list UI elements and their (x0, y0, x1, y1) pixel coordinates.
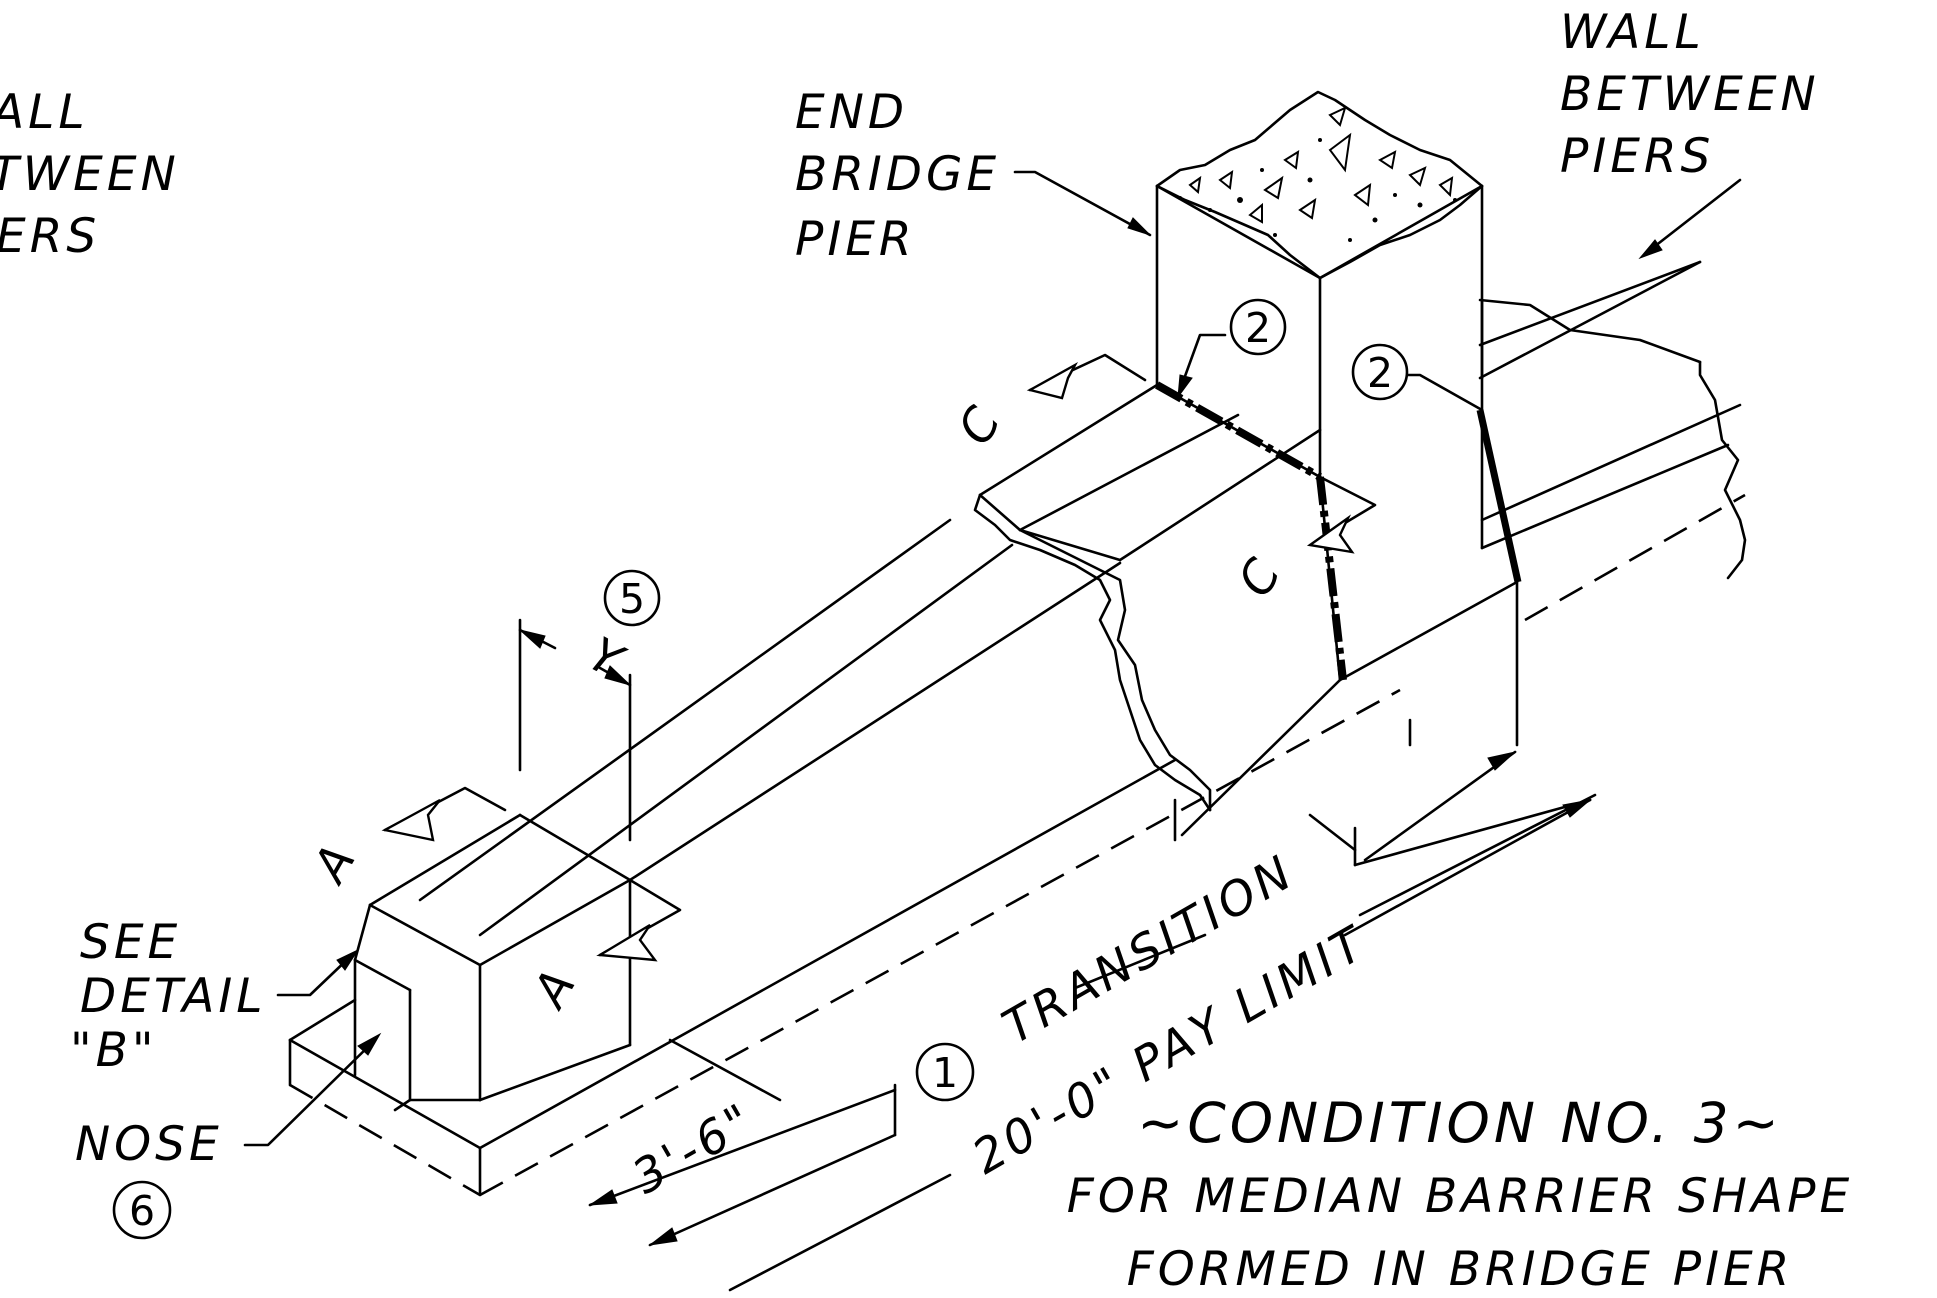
wall-between-piers-right (1478, 260, 1747, 747)
section-letter-c-right: C (1228, 547, 1294, 606)
callout-joint-wall-number: 2 (1367, 349, 1393, 397)
wall-left-line1: ALL (0, 85, 89, 140)
callout-transition: 1 (915, 1042, 975, 1102)
section-letter-c-top: C (948, 395, 1014, 454)
label-see-detail: SEE DETAIL "B" (70, 915, 266, 1078)
caption-title: ~CONDITION NO. 3~ (1137, 1091, 1782, 1155)
pier-aggregate-texture (1178, 106, 1457, 242)
caption-line1: FOR MEDIAN BARRIER SHAPE (1067, 1169, 1853, 1224)
wall-left-line2: TWEEN (0, 147, 180, 202)
callout-dim-y-note: 5 (603, 569, 661, 627)
callout-joint-wall: 2 (1351, 343, 1409, 401)
wall-right-line3: PIERS (1560, 129, 1714, 184)
section-letter-a-left: A (301, 832, 368, 893)
end-bridge-pier-line3: PIER (795, 212, 916, 267)
end-bridge-pier-line1: END (795, 85, 908, 140)
callout-nose: 6 (112, 1180, 172, 1240)
dimension-short-text: 3'-6" (624, 1092, 765, 1205)
caption-line2: FORMED IN BRIDGE PIER (1127, 1242, 1794, 1297)
see-detail-line3: "B" (70, 1023, 157, 1078)
label-nose: NOSE (75, 1117, 223, 1172)
section-letter-a-right: A (521, 957, 588, 1018)
end-bridge-pier (1155, 90, 1484, 479)
see-detail-line2: DETAIL (80, 969, 266, 1024)
callout-nose-number: 6 (129, 1187, 155, 1235)
callout-dim-y-note-number: 5 (619, 575, 645, 623)
callout-transition-number: 1 (932, 1049, 958, 1097)
label-end-bridge-pier: END BRIDGE PIER (795, 85, 1000, 267)
wall-right-line2: BETWEEN (1560, 67, 1820, 122)
callout-joint-pier: 2 (1229, 298, 1287, 356)
expansion-joints (1155, 381, 1522, 681)
label-wall-left: ALL TWEEN ERS (0, 85, 180, 264)
end-bridge-pier-line2: BRIDGE (795, 147, 1000, 202)
wall-right-line1: WALL (1560, 5, 1705, 60)
callout-joint-pier-number: 2 (1245, 304, 1271, 352)
median-barrier (288, 383, 1519, 1197)
wall-left-line3: ERS (0, 209, 100, 264)
label-wall-right: WALL BETWEEN PIERS (1560, 5, 1820, 184)
section-cuts (381, 353, 1377, 962)
caption: ~CONDITION NO. 3~ FOR MEDIAN BARRIER SHA… (1067, 1091, 1853, 1297)
dimension-lines (588, 718, 1597, 1292)
see-detail-line1: SEE (80, 915, 181, 970)
dimension-y (518, 618, 632, 842)
leaders (243, 170, 1742, 1147)
